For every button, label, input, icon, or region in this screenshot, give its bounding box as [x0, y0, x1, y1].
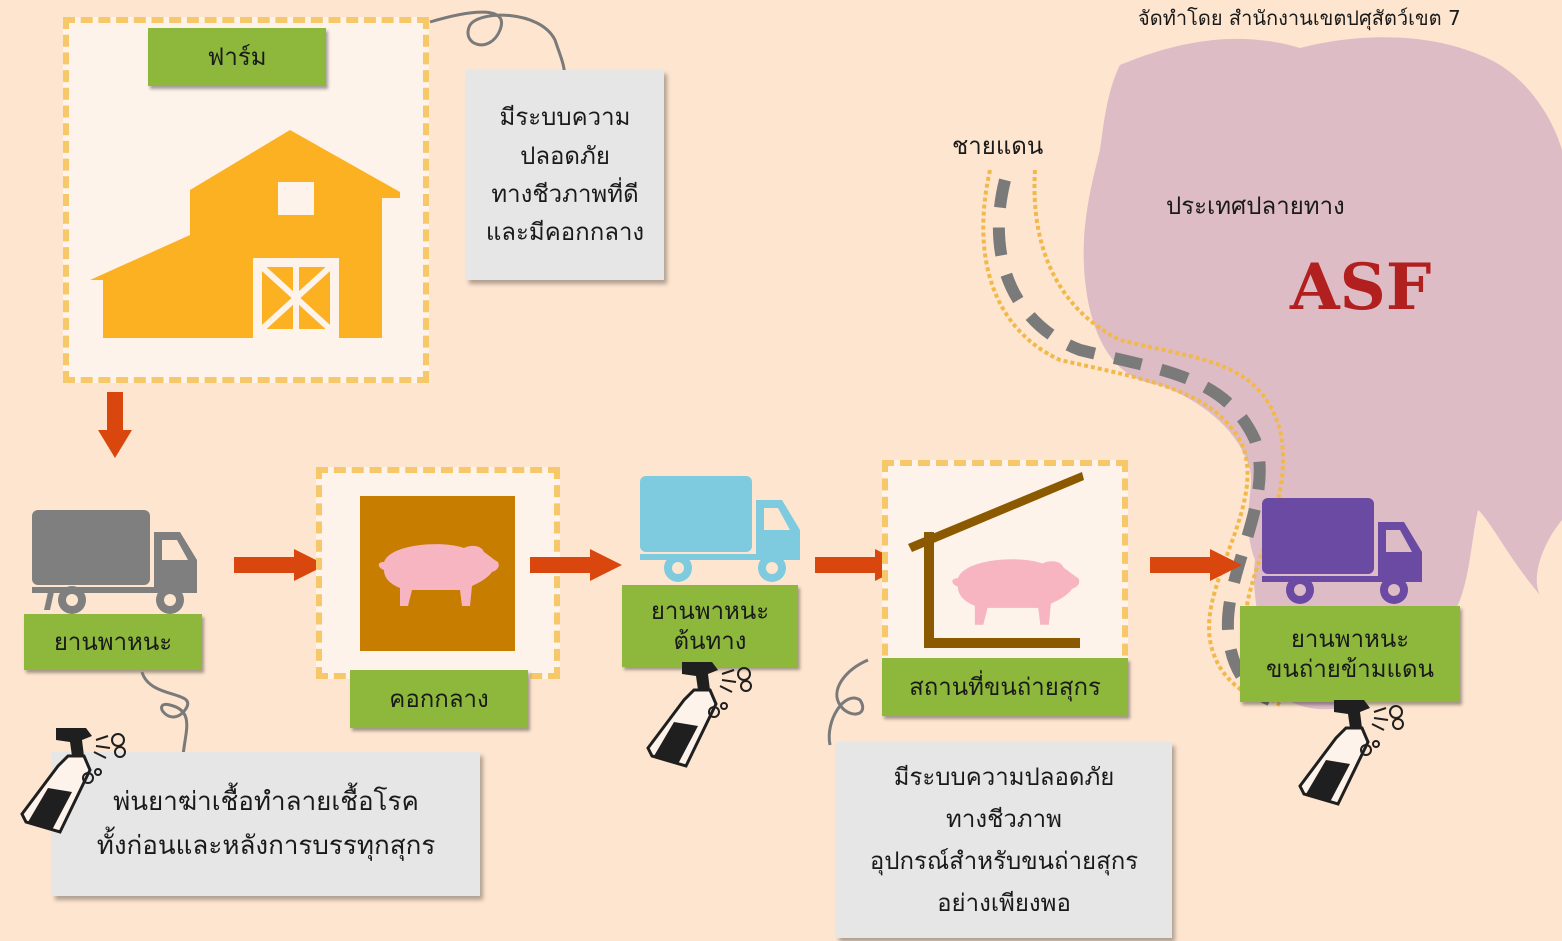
spray-bottle-icon	[646, 662, 752, 768]
arrow-right-icon	[530, 549, 622, 581]
truck2-label: ยานพาหนะ ต้นทาง	[622, 585, 798, 667]
truck3-label-line: ยานพาหนะ	[1290, 625, 1410, 653]
loading-note-line: อย่างเพียงพอ	[937, 889, 1071, 917]
pen-label: คอกกลาง	[350, 670, 528, 728]
destination-country-label: ประเทศปลายทาง	[1166, 192, 1345, 220]
spray-bottle-icon	[20, 728, 126, 834]
loading-note-line: ทางชีวภาพ	[946, 805, 1062, 833]
truck-icon	[640, 476, 800, 582]
truck2-label-line: ยานพาหนะ	[650, 597, 770, 625]
credit-text: จัดทำโดย สำนักงานเขตปศุสัตว์เขต 7	[1138, 6, 1461, 30]
arrow-right-icon	[1150, 549, 1242, 581]
spray-note-line: ทั้งก่อนและหลังการบรรทุกสุกร	[96, 831, 436, 861]
pig-icon	[378, 544, 499, 606]
spray-note-line: พ่นยาฆ่าเชื้อทำลายเชื้อโรค	[113, 786, 419, 817]
loading-label: สถานที่ขนถ่ายสุกร	[882, 658, 1128, 716]
farm-note-line: และมีคอกกลาง	[485, 218, 645, 247]
farm-note-line: ปลอดภัย	[520, 141, 610, 170]
loading-note-line: มีระบบความปลอดภัย	[893, 763, 1115, 791]
barn-icon	[90, 130, 400, 338]
pig-icon	[952, 559, 1080, 625]
truck2-label-line: ต้นทาง	[673, 627, 747, 655]
truck-icon	[32, 510, 197, 614]
border-label: ชายแดน	[952, 132, 1044, 160]
spray-bottle-icon	[1298, 700, 1404, 806]
truck3-label-line: ขนถ่ายข้ามแดน	[1265, 655, 1435, 683]
farm-note: มีระบบความ ปลอดภัย ทางชีวภาพที่ดี และมีค…	[466, 70, 664, 280]
farm-note-line: มีระบบความ	[499, 103, 631, 132]
truck1-label: ยานพาหนะ	[24, 614, 202, 670]
asf-label: ASF	[1290, 250, 1432, 325]
arrow-down-icon	[98, 392, 132, 458]
farm-label: ฟาร์ม	[148, 28, 326, 86]
shelter-icon	[908, 472, 1084, 648]
spray-note: พ่นยาฆ่าเชื้อทำลายเชื้อโรค ทั้งก่อนและหล…	[52, 752, 480, 896]
arrow-right-icon	[234, 549, 326, 581]
loading-note: มีระบบความปลอดภัย ทางชีวภาพ อุปกรณ์สำหรั…	[836, 742, 1172, 938]
truck3-label: ยานพาหนะ ขนถ่ายข้ามแดน	[1240, 606, 1460, 702]
truck-icon	[1262, 498, 1422, 604]
loading-note-line: อุปกรณ์สำหรับขนถ่ายสุกร	[869, 847, 1139, 875]
farm-note-line: ทางชีวภาพที่ดี	[491, 180, 639, 208]
